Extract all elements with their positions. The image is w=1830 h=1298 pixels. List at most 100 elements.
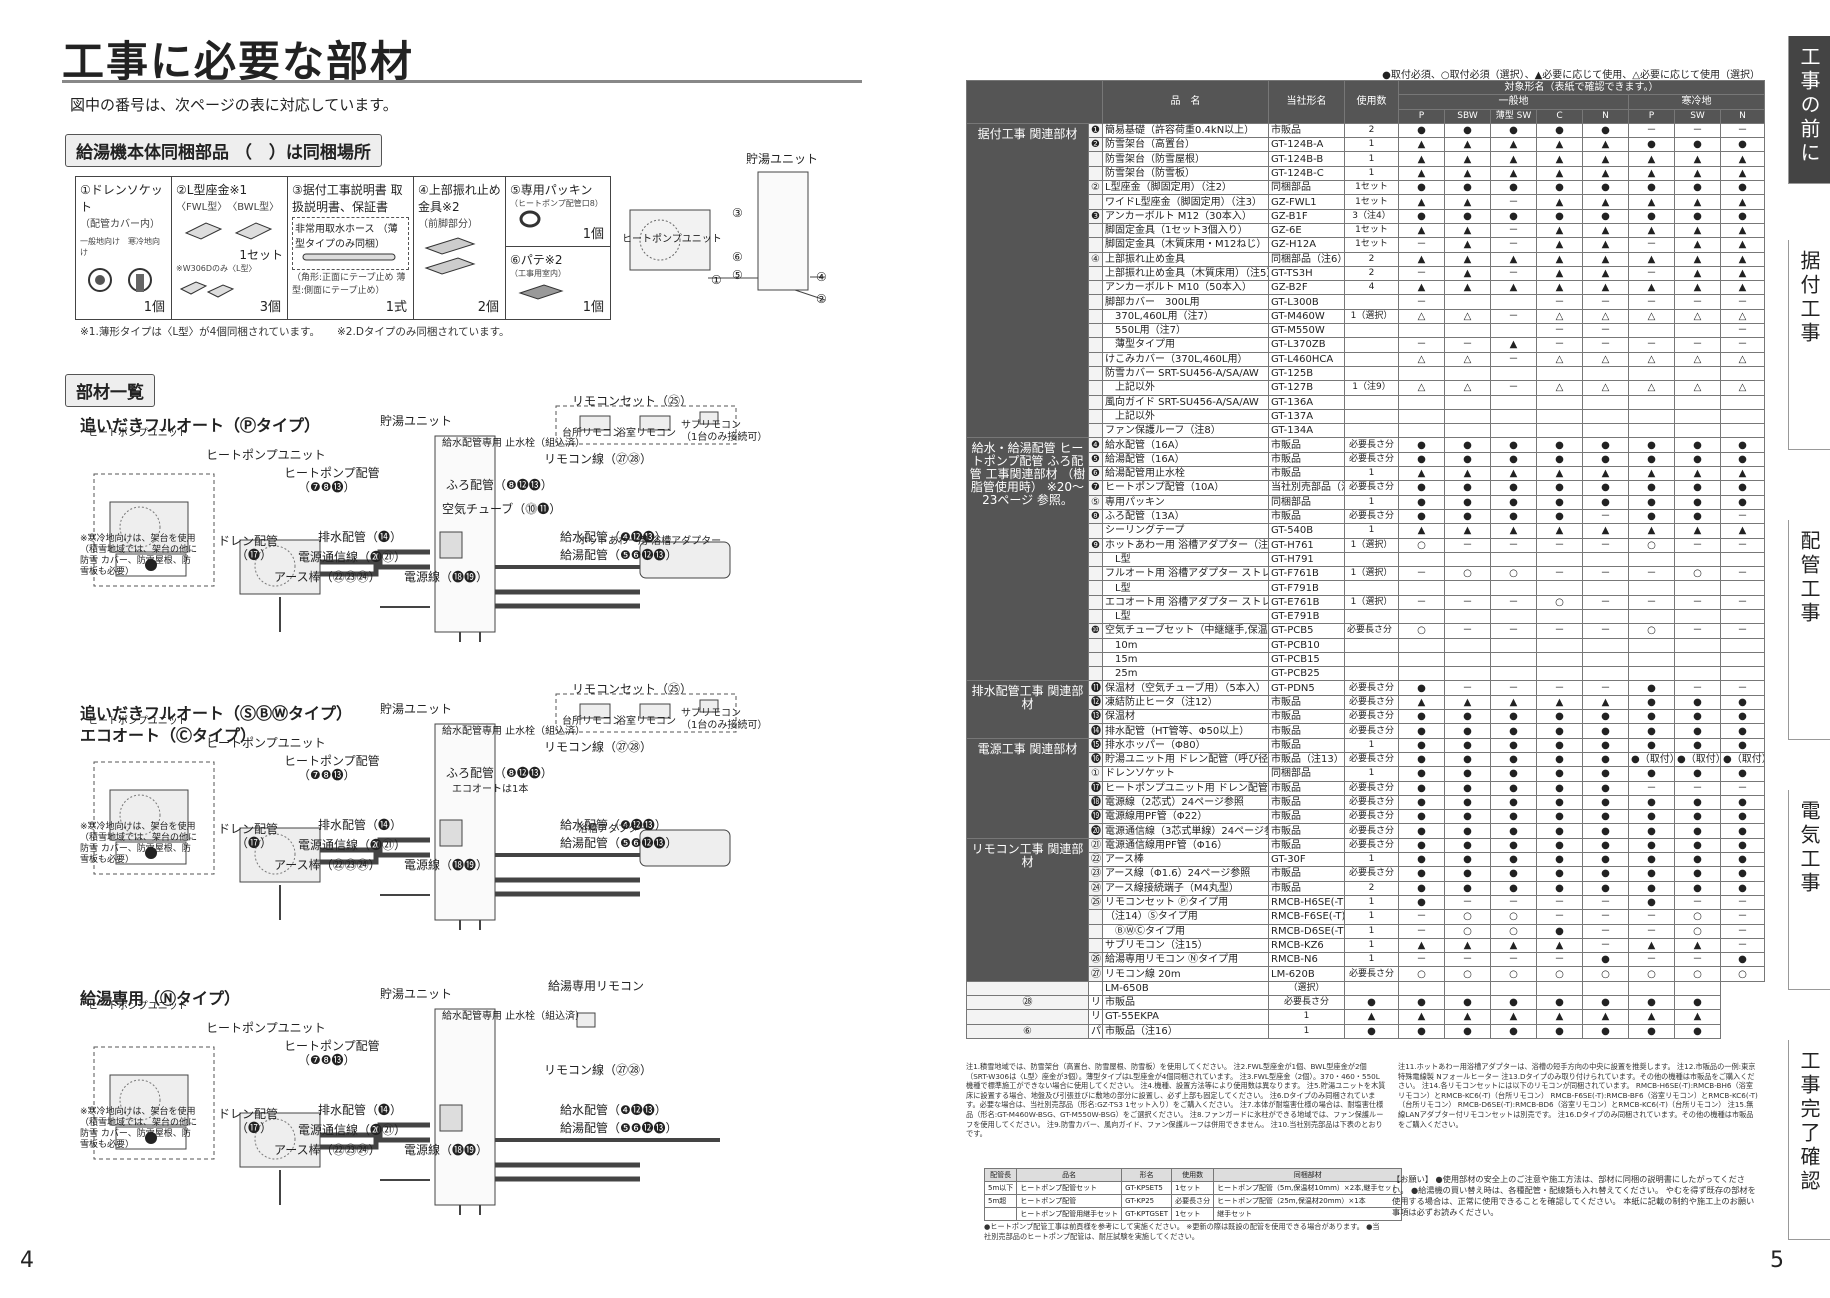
row-number: ⑤ [1088,494,1103,510]
usage-mark: ○ [1628,537,1675,553]
usage-mark: ● [1536,208,1583,224]
earth-rod-label: アース棒（㉒㉓㉔） [274,858,381,872]
usage-mark: ▲ [1628,466,1675,482]
power-line-label: 電源線（⓲⓳） [404,858,489,872]
item-name: 給水配管（16A） [1102,437,1269,453]
usage-mark: － [1536,680,1583,696]
usage-mark [1674,408,1721,425]
qty: 必要長さ分 [1344,680,1399,696]
usage-mark [1444,980,1491,997]
qty: 必要長さ分 [1344,823,1399,839]
usage-mark [1536,365,1583,382]
model-code: 同梱部品 [1268,180,1345,196]
usage-mark: ● [1674,723,1721,739]
usage-mark: ▲ [1490,165,1537,182]
sub-remote-note-label: （1台のみ接続可） [681,432,768,443]
side-tab[interactable]: 工事完了確認 [1788,1040,1830,1240]
usage-mark: ● [1674,880,1721,896]
usage-mark: － [1536,894,1583,911]
side-tab[interactable]: 工事の前に [1788,36,1830,184]
model-code: GT-M550W [1268,323,1345,339]
usage-mark [1720,423,1765,439]
usage-mark: － [1490,623,1537,639]
item-name: 上部振れ止め金具 [1102,251,1269,267]
side-tab[interactable]: 据付工事 [1788,240,1830,450]
qty: 1 [1344,894,1399,911]
row-number [1088,923,1103,939]
side-tab[interactable]: 配管工事 [1788,520,1830,740]
item-name: 脚固定金具（木質床用・M12ねじ）（注5） [1102,237,1269,253]
usage-mark [1720,408,1765,425]
usage-mark: ● [1398,994,1445,1011]
item-name: 貯湯ユニット用 ドレン配管（呼び径Φ18） [1102,751,1269,768]
item-name: 電源線用PF管（Φ22） [1102,809,1269,825]
usage-mark [1490,408,1537,425]
qty: 2 [1344,265,1399,282]
usage-mark: ▲ [1582,151,1629,167]
usage-mark: ▲ [1628,1009,1675,1025]
row-number: ⓫ [1088,680,1103,696]
item-name: 給湯配管（16A） [1102,451,1269,468]
item-name: リモコン線PF管（Φ16） [1088,994,1103,1011]
sub-table-header: 品名 [1016,1168,1123,1182]
usage-mark: － [1720,337,1765,353]
sub-remote-note-label: （1台のみ接続可） [681,720,768,731]
remote-line-label: リモコン線（㉗㉘） [544,740,653,754]
table-legend: ●取付必須、○取付必須（選択）、▲必要に応じて使用、△必要に応じて使用（選択） [1382,70,1760,81]
side-tab[interactable]: 電気工事 [1788,790,1830,990]
usage-mark: ● [1444,709,1491,725]
usage-mark: ▲ [1720,237,1765,253]
usage-mark: ● [1720,208,1765,224]
usage-mark: ● [1720,437,1765,453]
qty [1344,637,1399,653]
item-name: 排水配管（HT管等、Φ50以上） [1102,723,1269,739]
usage-mark: ● [1490,709,1537,725]
model-code: GZ-FWL1 [1268,194,1345,210]
usage-mark: ● [1628,694,1675,711]
usage-mark: ○ [1444,966,1491,982]
usage-mark: ▲ [1444,151,1491,167]
usage-mark: ▲ [1536,137,1583,153]
row-number [1088,323,1103,339]
model-code: GT-124B-C [1268,165,1345,182]
item-name: 防雪架台（防雪板） [1102,165,1269,182]
part-upper-bracket: ④上部振れ止め 金具※2 （前脚部分） 2個 [414,177,506,319]
usage-mark: ▲ [1720,466,1765,482]
usage-mark: ● [1674,451,1721,468]
item-name: 上記以外 [1102,380,1269,396]
row-number [1088,423,1103,439]
usage-mark [1674,394,1721,410]
model-code: GT-PCB10 [1268,637,1345,653]
part-label: ③据付工事説明書 取扱説明書、保証書 [292,183,403,214]
row-number: ⓱ [1088,780,1103,796]
usage-mark: ● [1398,180,1445,196]
diagram-title: 追いだきフルオート（Ⓟタイプ） [80,416,321,435]
usage-mark: ● [1720,737,1765,753]
usage-mark: ▲ [1582,280,1629,296]
hp-pipe-label: ヒートポンプ配管 [284,754,380,768]
model-code: 市販品 [1268,780,1345,796]
usage-mark: ▲ [1582,165,1629,182]
part-count: 3個 [259,300,281,315]
row-number: ④ [1088,251,1103,267]
table-row: 給水・給湯配管 ヒートポンプ配管 ふろ配管 工事関連部材 （樹脂管使用時） ※2… [966,437,1765,682]
model-code: GT-L460HCA [1268,351,1345,367]
sub-table-cell: ヒートポンプ配管（5m,保温材10mm）×2本,継手セット [1213,1181,1403,1195]
row-number: ⓯ [1088,737,1103,753]
model-code: LM-620B [1268,966,1345,982]
drain-pipe-label: 排水配管（⓮） [318,530,403,544]
item-name: 給湯専用リモコン Ⓝタイプ用 [1102,952,1269,968]
header-target: 対象形名（表紙で確認できます。） [1398,79,1765,96]
usage-mark: － [1628,294,1675,310]
sub-table-cell: ヒートポンプ配管用継手セット [1016,1207,1123,1221]
usage-mark: ● [1398,437,1445,453]
usage-mark: ● [1720,723,1765,739]
usage-mark: ● [1582,809,1629,825]
usage-mark [1444,394,1491,410]
model-code: 市販品 [1268,709,1345,725]
item-name: 脚部カバー 300L用 [1102,294,1269,310]
usage-mark: － [1536,909,1583,925]
row-number: ❷ [1088,137,1103,153]
